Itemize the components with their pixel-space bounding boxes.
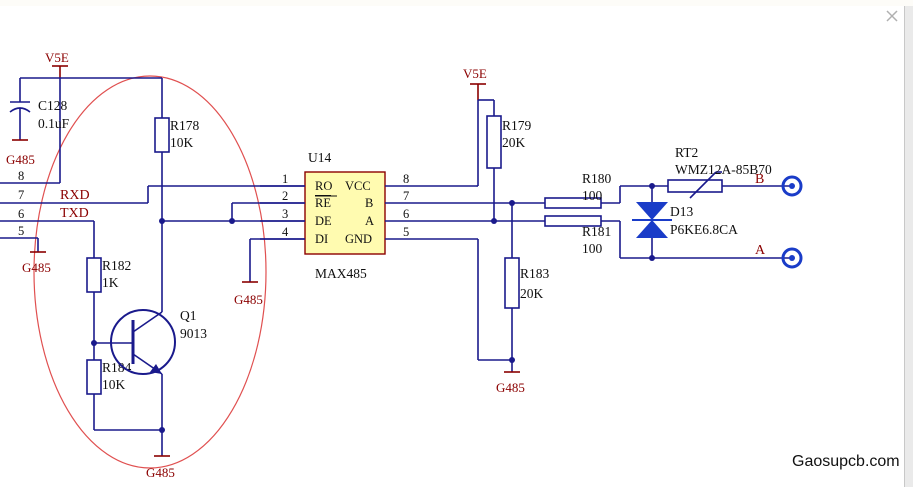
r181-ref: R181 bbox=[582, 224, 611, 239]
q1-ref: Q1 bbox=[180, 308, 197, 323]
r180-value: 100 bbox=[582, 188, 603, 203]
header-pin-5: 5 bbox=[18, 224, 24, 238]
header-pin-6: 6 bbox=[18, 207, 24, 221]
u14-ref: U14 bbox=[308, 150, 331, 165]
resistor-r181: R181 100 bbox=[544, 215, 611, 256]
resistor-r180: R180 100 bbox=[544, 171, 612, 209]
c128-value: 0.1uF bbox=[38, 116, 70, 131]
power-v5e-left: V5E bbox=[45, 50, 69, 78]
resistor-r178: R178 10K bbox=[154, 117, 200, 153]
output-b-terminal[interactable]: B bbox=[755, 172, 803, 197]
c128-ref: C128 bbox=[38, 98, 68, 113]
resistor-r182: R182 1K bbox=[86, 257, 131, 293]
rt2-value: WMZ12A-85B70 bbox=[675, 162, 772, 177]
gnd-label-header: G485 bbox=[22, 260, 51, 275]
watermark-text: Gaosupcb.com bbox=[788, 453, 904, 471]
thermistor-rt2: RT2 WMZ12A-85B70 bbox=[667, 145, 792, 199]
q1-value: 9013 bbox=[180, 326, 207, 341]
u14-pin2-num: 2 bbox=[282, 189, 288, 203]
power-v5e-mid: V5E bbox=[463, 66, 487, 100]
u14-pin8-num: 8 bbox=[403, 172, 409, 186]
ic-u14: U14 MAX485 1 2 3 4 RO RE DE DI VCC B A G… bbox=[260, 150, 545, 281]
capacitor-c128: C128 0.1uF G485 bbox=[6, 78, 70, 167]
close-button[interactable] bbox=[884, 8, 900, 24]
gnd-label-di: G485 bbox=[234, 292, 263, 307]
u14-part: MAX485 bbox=[315, 266, 367, 281]
r183-ref: R183 bbox=[520, 266, 550, 281]
header-pin-8: 8 bbox=[18, 169, 24, 183]
r181-value: 100 bbox=[582, 241, 603, 256]
net-txd-label: TXD bbox=[60, 206, 89, 221]
u14-pin6-num: 6 bbox=[403, 207, 409, 221]
u14-pin4-num: 4 bbox=[282, 225, 289, 239]
u14-pin1-name: RO bbox=[315, 179, 332, 193]
resistor-r179: R179 20K bbox=[486, 100, 532, 224]
tvs-diode-d13: D13 P6KE6.8CA bbox=[632, 186, 738, 258]
r184-value: 10K bbox=[102, 377, 126, 392]
r184-ref: R184 bbox=[102, 360, 132, 375]
r178-value: 10K bbox=[170, 135, 194, 150]
schematic-canvas[interactable]: V5E C128 0.1uF G485 8 7 bbox=[0, 6, 904, 487]
close-icon bbox=[886, 10, 898, 22]
power-v5e-left-label: V5E bbox=[45, 50, 69, 65]
r182-ref: R182 bbox=[102, 258, 131, 273]
header-connector: 8 7 6 5 G485 RXD TXD bbox=[0, 169, 148, 275]
header-pin-7: 7 bbox=[18, 188, 24, 202]
u14-pin3-name: DE bbox=[315, 214, 332, 228]
transistor-q1: Q1 9013 bbox=[110, 308, 207, 375]
u14-pin6-name: A bbox=[365, 214, 374, 228]
right-scrollbar[interactable] bbox=[904, 6, 913, 487]
u14-pin3-num: 3 bbox=[282, 207, 288, 221]
u14-pin5-name: GND bbox=[345, 232, 372, 246]
u14-pin1-num: 1 bbox=[282, 172, 288, 186]
d13-ref: D13 bbox=[670, 204, 693, 219]
rt2-ref: RT2 bbox=[675, 145, 698, 160]
r183-value: 20K bbox=[520, 286, 544, 301]
resistor-r183: R183 20K bbox=[504, 200, 550, 360]
d13-value: P6KE6.8CA bbox=[670, 222, 738, 237]
r180-ref: R180 bbox=[582, 171, 612, 186]
power-v5e-mid-label: V5E bbox=[463, 66, 487, 81]
schematic-drawing: V5E C128 0.1uF G485 8 7 bbox=[0, 50, 803, 480]
output-a-label: A bbox=[755, 243, 766, 258]
output-b-label: B bbox=[755, 172, 764, 187]
output-a-terminal[interactable]: A bbox=[755, 243, 803, 269]
resistor-r184: R184 10K bbox=[86, 359, 132, 395]
u14-pin7-num: 7 bbox=[403, 189, 409, 203]
gnd-label-q1: G485 bbox=[146, 465, 175, 480]
u14-pin2-name: RE bbox=[315, 196, 331, 210]
gnd-label-c128: G485 bbox=[6, 152, 35, 167]
r178-ref: R178 bbox=[170, 118, 200, 133]
u14-pin4-name: DI bbox=[315, 232, 328, 246]
u14-pin7-name: B bbox=[365, 196, 373, 210]
u14-pin8-name: VCC bbox=[345, 179, 371, 193]
gnd-label-r183: G485 bbox=[496, 380, 525, 395]
highlight-ellipse bbox=[33, 75, 267, 469]
r179-ref: R179 bbox=[502, 118, 532, 133]
r179-value: 20K bbox=[502, 135, 526, 150]
u14-pin5-num: 5 bbox=[403, 225, 409, 239]
r182-value: 1K bbox=[102, 275, 119, 290]
net-rxd-label: RXD bbox=[60, 188, 90, 203]
